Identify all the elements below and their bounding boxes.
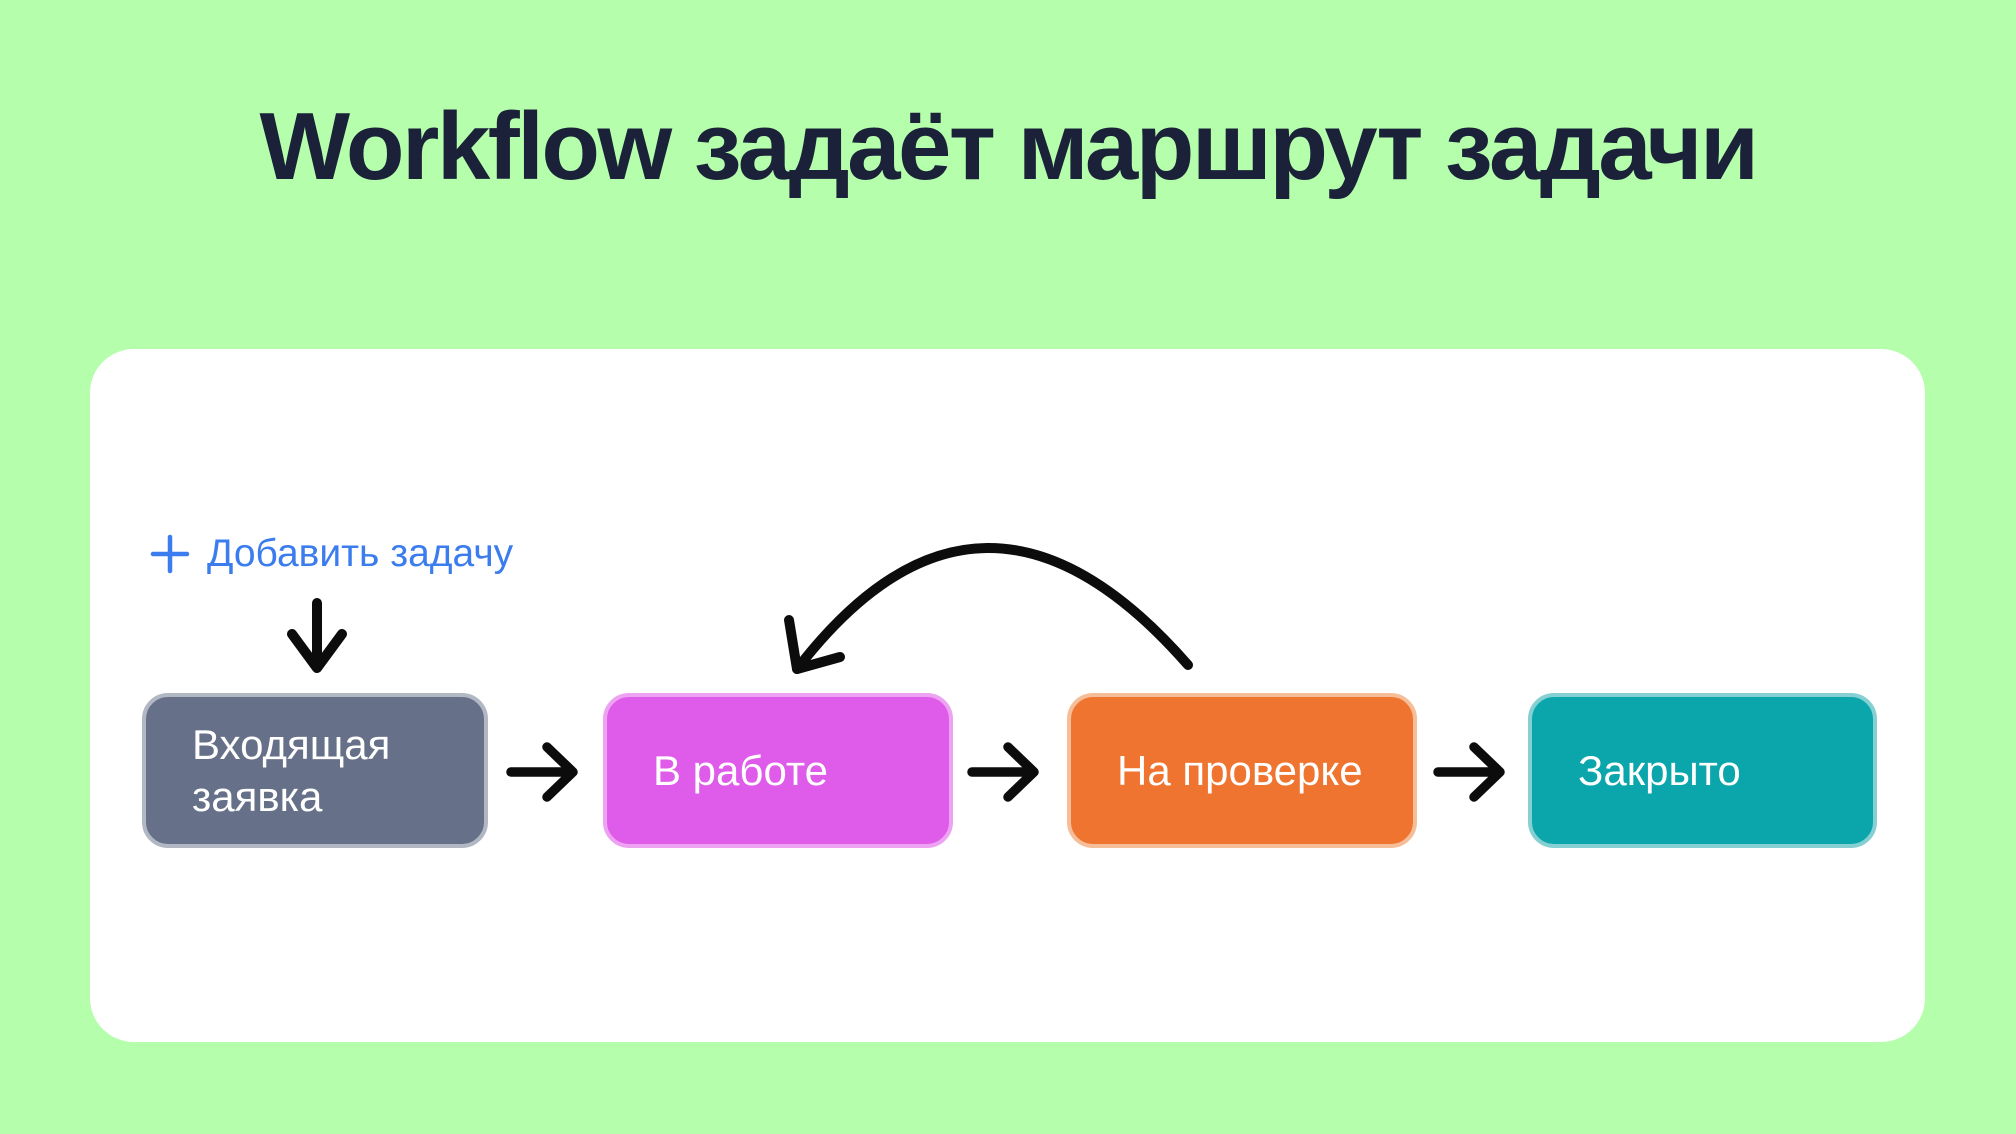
arrow-right-icon xyxy=(967,742,1039,802)
stage-incoming-request: Входящая заявка xyxy=(142,693,488,848)
stage-label: Закрыто xyxy=(1578,746,1741,794)
page-title: Workflow задаёт маршрут задачи xyxy=(259,93,1759,200)
stage-on-review: На проверке xyxy=(1067,693,1417,848)
return-arrow-icon xyxy=(784,543,1193,674)
stage-label: В работе xyxy=(653,746,829,794)
arrow-right-icon xyxy=(1433,742,1505,802)
stage-label: На проверке xyxy=(1117,746,1363,794)
add-task-button[interactable]: Добавить задачу xyxy=(150,532,513,576)
stage-label: Входящая заявка xyxy=(192,721,391,820)
stage-closed: Закрыто xyxy=(1528,693,1877,848)
add-task-label: Добавить задачу xyxy=(207,532,514,575)
arrow-right-icon xyxy=(506,742,578,802)
arrow-down-icon xyxy=(287,598,347,673)
stage-in-progress: В работе xyxy=(603,693,953,848)
plus-icon xyxy=(150,534,190,574)
